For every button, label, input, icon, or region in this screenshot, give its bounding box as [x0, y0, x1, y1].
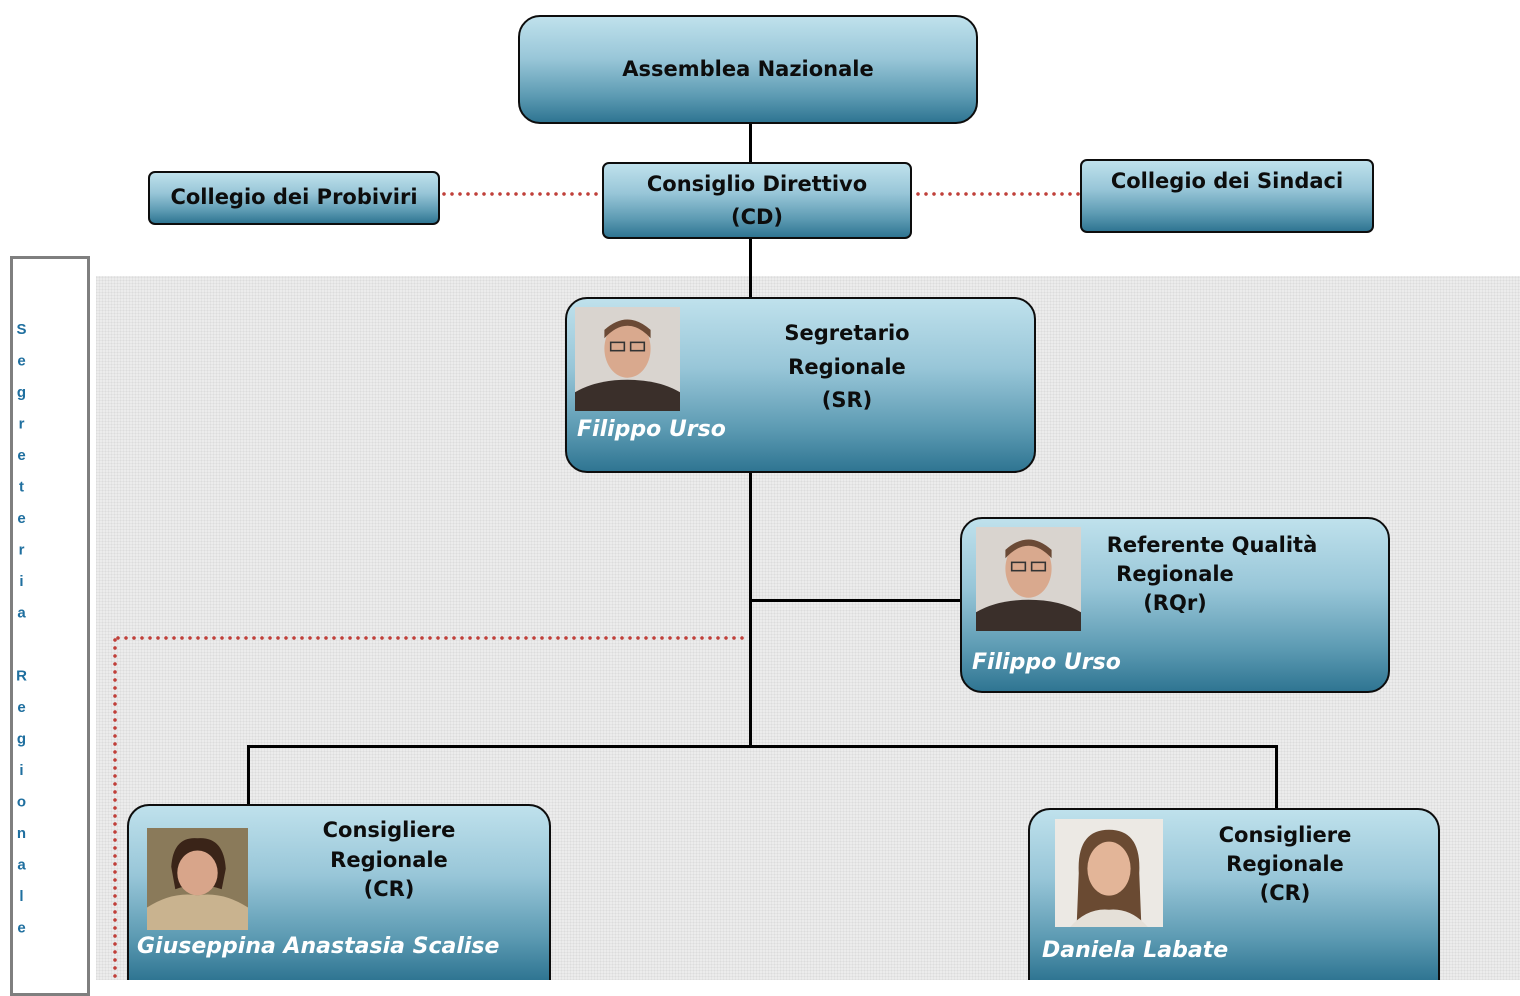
connector-board-secretary: [749, 238, 752, 298]
secretary-photo: [575, 307, 680, 411]
councillor-left-title-line3: (CR): [363, 877, 415, 901]
councillor-right-title-line1: Consigliere: [1218, 823, 1352, 847]
auditors-label: Collegio dei Sindaci: [1110, 169, 1344, 193]
councillor-right-title-line3: (CR): [1259, 881, 1311, 905]
assembly-node: Assemblea Nazionale: [518, 15, 978, 124]
councillor-right-photo: [1055, 819, 1163, 927]
councillor-left-person-name: Giuseppina Anastasia Scalise: [137, 934, 500, 959]
arbiters-label: Collegio dei Probiviri: [170, 185, 418, 209]
secretary-person-name: Filippo Urso: [577, 417, 726, 442]
quality-title-line3: (RQr): [1143, 591, 1207, 615]
connector-to-councillor-left: [247, 745, 250, 805]
connector-councillors-bar: [247, 745, 1278, 748]
dotted-link-auditors: [914, 192, 1080, 196]
quality-photo: [976, 527, 1081, 631]
quality-node: Referente Qualità Regionale (RQr) Filipp…: [960, 517, 1390, 693]
assembly-label: Assemblea Nazionale: [622, 57, 874, 81]
board-label-line2: (CD): [730, 205, 784, 229]
connector-to-councillor-right: [1275, 745, 1278, 809]
connector-assembly-board: [749, 124, 752, 164]
councillor-left-photo: [147, 828, 248, 930]
board-label-line1: Consiglio Direttivo: [646, 172, 868, 196]
secretary-title-line3: (SR): [821, 388, 873, 412]
secretary-title-line2: Regionale: [788, 355, 906, 379]
secretary-node: Segretario Regionale (SR) Filippo Urso: [565, 297, 1036, 473]
regional-secretariat-sidebar: Segreteria Regionale: [10, 256, 90, 996]
dotted-link-secretariat-down: [113, 636, 117, 980]
councillor-left-title-line2: Regionale: [330, 848, 448, 872]
councillor-right-title-line2: Regionale: [1226, 852, 1344, 876]
councillor-right-person-name: Daniela Labate: [1042, 938, 1229, 963]
dotted-link-arbiters: [440, 192, 602, 196]
connector-secretary-trunk: [749, 473, 752, 745]
quality-title-line2: Regionale: [1116, 562, 1234, 586]
quality-person-name: Filippo Urso: [972, 650, 1121, 675]
councillor-right-node: Consigliere Regionale (CR) Daniela Labat…: [1028, 808, 1440, 980]
board-node: Consiglio Direttivo (CD): [602, 162, 912, 239]
connector-trunk-quality: [749, 599, 961, 602]
arbiters-node: Collegio dei Probiviri: [148, 171, 440, 225]
quality-title-line1: Referente Qualità: [1106, 533, 1318, 557]
secretary-title-line1: Segretario: [784, 321, 910, 345]
sidebar-vertical-title: Segreteria Regionale: [13, 321, 30, 951]
dotted-link-secretariat: [114, 636, 744, 640]
councillor-left-title-line1: Consigliere: [322, 818, 456, 842]
councillor-left-node: Consigliere Regionale (CR) Giuseppina An…: [127, 804, 551, 980]
auditors-node: Collegio dei Sindaci: [1080, 159, 1374, 233]
